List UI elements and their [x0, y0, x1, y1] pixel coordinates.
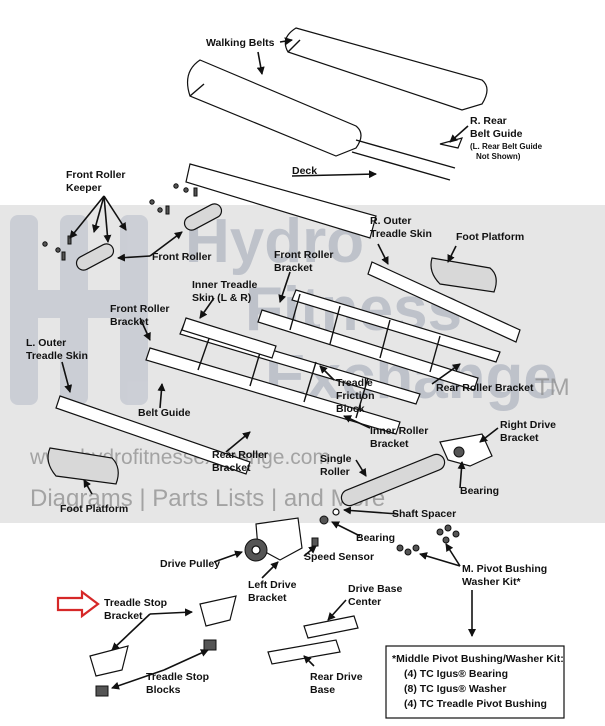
label-rear-belt-guide-note-1: (L. Rear Belt Guide [470, 142, 543, 151]
label-single-roller-2: Roller [320, 466, 350, 478]
label-l-outer-treadle-skin-1: L. Outer [26, 337, 66, 349]
label-treadle-friction-block-1: Treadle [336, 377, 373, 389]
label-treadle-stop-blocks-2: Blocks [146, 684, 181, 696]
label-inner-roller-bracket-1: Inner Roller [370, 425, 428, 437]
label-front-roller-keeper-2: Keeper [66, 182, 102, 194]
kit-note-line-3: (4) TC Treadle Pivot Bushing [404, 698, 547, 710]
label-front-roller-bracket-top-1: Front Roller [274, 249, 334, 261]
right-drive-bracket-part [439, 433, 493, 467]
label-foot-platform-left: Foot Platform [60, 503, 128, 515]
treadle-stop-block-1 [203, 639, 217, 651]
label-rear-belt-guide-2: Belt Guide [470, 128, 523, 140]
label-front-roller: Front Roller [152, 251, 212, 263]
label-front-roller-keeper-1: Front Roller [66, 169, 126, 181]
label-drive-pulley: Drive Pulley [160, 558, 220, 570]
label-drive-base-center-2: Center [348, 596, 381, 608]
label-inner-treadle-skin-2: Skin (L & R) [192, 292, 251, 304]
label-single-roller-1: Single [320, 453, 352, 465]
foot-platform-left-part [47, 447, 119, 485]
label-rear-belt-guide-1: R. Rear [470, 115, 507, 127]
bearing-center-part [319, 515, 329, 525]
label-deck: Deck [292, 165, 317, 177]
label-rear-roller-bracket-left-2: Bracket [212, 462, 251, 474]
label-treadle-stop-bracket-1: Treadle Stop [104, 597, 167, 609]
label-front-roller-bracket-top-2: Bracket [274, 262, 313, 274]
foot-platform-right-part [430, 257, 497, 293]
walking-belt-lower [187, 59, 362, 157]
label-rear-drive-base-1: Rear Drive [310, 671, 363, 683]
label-bearing-right: Bearing [460, 485, 499, 497]
treadle-stop-bracket-upper-part [199, 595, 237, 627]
kit-note-title: *Middle Pivot Bushing/Washer Kit: [392, 653, 564, 665]
label-treadle-friction-block-3: Block [336, 403, 365, 415]
label-treadle-stop-blocks-1: Treadle Stop [146, 671, 209, 683]
label-front-roller-bracket-left-1: Front Roller [110, 303, 170, 315]
r-outer-treadle-skin-part [367, 261, 521, 343]
label-right-drive-bracket-2: Bracket [500, 432, 539, 444]
label-treadle-friction-block-2: Friction [336, 390, 375, 402]
kit-note-box: *Middle Pivot Bushing/Washer Kit: (4) TC… [385, 645, 565, 719]
treadle-frame-assembly [145, 289, 501, 435]
front-roller-keeper-hardware [42, 183, 198, 261]
label-right-drive-bracket-1: Right Drive [500, 419, 556, 431]
pivot-bushing-kit-part [396, 524, 460, 556]
front-roller-lower [75, 243, 115, 271]
kit-note-line-1: (4) TC Igus® Bearing [404, 668, 508, 680]
label-speed-sensor: Speed Sensor [304, 551, 374, 563]
label-treadle-stop-bracket-2: Bracket [104, 610, 143, 622]
bearing-right-part [453, 446, 465, 458]
belt-guide-rail [351, 139, 456, 181]
label-foot-platform-right: Foot Platform [456, 231, 524, 243]
label-rear-drive-base-2: Base [310, 684, 335, 696]
single-roller-part [340, 453, 446, 507]
label-m-pivot-kit-2: Washer Kit* [462, 576, 521, 588]
treadle-stop-block-2 [95, 685, 109, 697]
label-belt-guide: Belt Guide [138, 407, 191, 419]
speed-sensor-part [311, 537, 319, 547]
treadle-stop-bracket-lower-part [89, 645, 129, 677]
label-rear-roller-bracket-right: Rear Roller Bracket [436, 382, 534, 394]
walking-belt-upper [284, 27, 488, 111]
rear-drive-base-part [267, 639, 341, 665]
label-drive-base-center-1: Drive Base [348, 583, 402, 595]
deck-part [185, 163, 377, 239]
drive-base-center-part [303, 615, 359, 639]
shaft-spacer-part [332, 508, 340, 516]
label-walking-belts: Walking Belts [206, 37, 275, 49]
leader-arrows [61, 37, 499, 690]
label-front-roller-bracket-left-2: Bracket [110, 316, 149, 328]
label-left-drive-bracket-1: Left Drive [248, 579, 297, 591]
label-r-outer-treadle-skin-2: Treadle Skin [370, 228, 432, 240]
label-inner-treadle-skin-1: Inner Treadle [192, 279, 258, 291]
label-bearing-center: Bearing [356, 532, 395, 544]
kit-note-line-2: (8) TC Igus® Washer [404, 683, 506, 695]
label-shaft-spacer: Shaft Spacer [392, 508, 456, 520]
highlight-arrow [56, 589, 100, 619]
label-l-outer-treadle-skin-2: Treadle Skin [26, 350, 88, 362]
l-outer-treadle-skin-part [55, 395, 251, 475]
label-m-pivot-kit-1: M. Pivot Bushing [462, 563, 547, 575]
watermark-tm: TM [535, 374, 570, 401]
label-inner-roller-bracket-2: Bracket [370, 438, 409, 450]
label-left-drive-bracket-2: Bracket [248, 592, 287, 604]
label-rear-belt-guide-note-2: Not Shown) [476, 152, 521, 161]
rear-belt-guide-part [439, 137, 464, 149]
label-r-outer-treadle-skin-1: R. Outer [370, 215, 411, 227]
label-rear-roller-bracket-left-1: Rear Roller [212, 449, 268, 461]
front-roller-upper [183, 203, 223, 231]
